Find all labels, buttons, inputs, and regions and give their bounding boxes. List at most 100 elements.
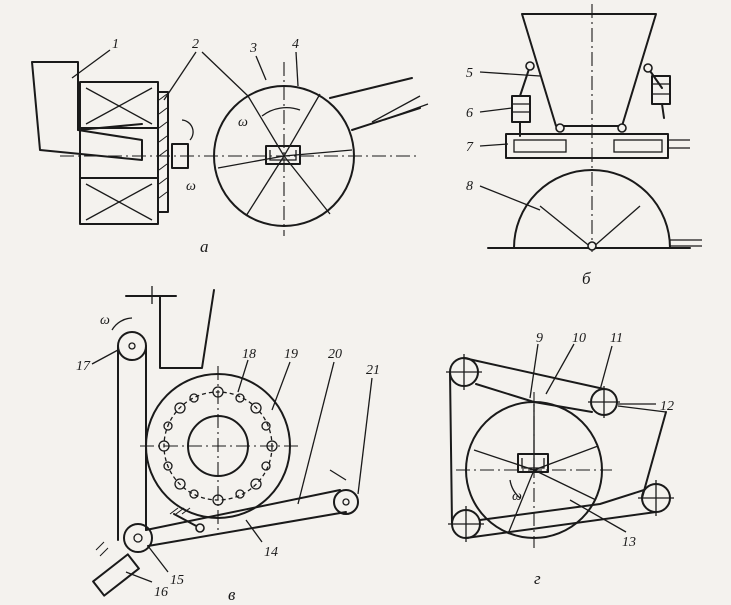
- caption-a: а: [200, 237, 209, 256]
- leader-11: [599, 345, 613, 391]
- drum-arc: [513, 169, 671, 249]
- feed-hopper: [159, 289, 215, 369]
- leader-15: [147, 545, 169, 573]
- leader-14: [245, 519, 263, 543]
- belt-bottom: [147, 511, 347, 547]
- label-6: 6: [466, 106, 473, 121]
- label-19: 19: [284, 347, 298, 362]
- leader-2a: [163, 51, 197, 101]
- hub-key: [521, 458, 545, 469]
- pulley-15-axle: [133, 533, 143, 543]
- belt-right: [641, 411, 667, 499]
- leader-13: [569, 499, 627, 533]
- pivot-pin: [555, 123, 565, 133]
- label-9: 9: [536, 331, 543, 346]
- caption-b: б: [582, 269, 591, 288]
- panel-b: 5 6 7 8 б: [466, 4, 702, 288]
- belt-bottom: [465, 511, 657, 539]
- label-4: 4: [292, 37, 299, 52]
- rotor-hammers: [158, 386, 278, 506]
- lever-arm: [173, 513, 201, 529]
- leader-16: [125, 571, 153, 583]
- rotation-arrow: [111, 317, 133, 331]
- label-2: 2: [192, 37, 199, 52]
- label-14: 14: [264, 545, 278, 560]
- omega-wheel: ω: [238, 115, 248, 130]
- lever-pin: [195, 523, 205, 533]
- feed-tray: [505, 133, 669, 159]
- drum-blade: [539, 205, 593, 249]
- belt-lower: [145, 489, 341, 531]
- tension-roller: [333, 489, 359, 515]
- vibrator-right: [651, 75, 671, 105]
- pivot-pin: [617, 123, 627, 133]
- label-20: 20: [328, 347, 342, 362]
- cross-line: [85, 87, 153, 125]
- rotation-arrow-shaft: [181, 119, 194, 141]
- belt-tail: [617, 405, 667, 413]
- label-10: 10: [572, 331, 586, 346]
- omega-wheel: ω: [512, 489, 522, 504]
- label-21: 21: [366, 363, 380, 378]
- hopper: [521, 13, 657, 127]
- vibrator-left: [511, 95, 531, 123]
- leader-3: [255, 55, 267, 81]
- label-18: 18: [242, 347, 256, 362]
- leader-21: [357, 377, 373, 495]
- label-16: 16: [154, 585, 168, 600]
- label-13: 13: [622, 535, 636, 550]
- leader-4: [295, 51, 299, 87]
- label-15: 15: [170, 573, 184, 588]
- impeller-blades: [217, 93, 353, 217]
- leader-1: [71, 49, 111, 79]
- pulley-17: [117, 331, 147, 361]
- label-12: 12: [660, 399, 674, 414]
- leader-6: [479, 107, 513, 113]
- impeller-blades: [473, 404, 599, 535]
- leader-5: [479, 71, 541, 77]
- leader-17: [91, 349, 119, 365]
- leader-18: [237, 359, 249, 393]
- pivot-pin: [643, 63, 653, 73]
- label-5: 5: [466, 66, 473, 81]
- label-1: 1: [112, 37, 119, 52]
- caption-v: в: [228, 585, 236, 604]
- belt-inner-bottom: [479, 489, 645, 521]
- tension-roller-axle: [342, 498, 350, 506]
- cross-line: [85, 183, 153, 221]
- panel-a: 1 2 3 4 ω ω а: [31, 37, 429, 256]
- label-3: 3: [249, 41, 257, 56]
- drum-hub: [587, 241, 597, 251]
- hub-slot: [265, 145, 301, 165]
- label-7: 7: [466, 140, 474, 155]
- feed-hopper: [31, 61, 143, 161]
- rotation-arrow: [509, 479, 521, 499]
- motor-16: [92, 553, 140, 597]
- left-link: [519, 65, 531, 97]
- belt-left: [449, 371, 453, 525]
- panel-g: 9 10 11 12 13 ω г: [446, 331, 674, 588]
- leader-20: [297, 361, 335, 505]
- leader-19: [271, 361, 291, 411]
- leader-7: [479, 143, 509, 147]
- tray-slot-right: [613, 139, 663, 153]
- pulley-17-axle: [128, 342, 136, 350]
- caption-g: г: [534, 569, 541, 588]
- rotation-arrow-wheel: [261, 107, 301, 117]
- tray-slot-left: [513, 139, 567, 153]
- pulley-15: [123, 523, 153, 553]
- omega-shaft: ω: [186, 179, 196, 194]
- drum-blade: [591, 205, 641, 249]
- label-17: 17: [76, 359, 91, 374]
- label-8: 8: [466, 179, 473, 194]
- spring-mark: [329, 469, 347, 481]
- hub-slot: [517, 453, 549, 473]
- hub-key: [269, 150, 297, 161]
- chute-upper: [329, 77, 413, 99]
- panel-v: 17 18 19 20 21 14 15 16 ω в: [76, 286, 380, 604]
- omega-pulley: ω: [100, 313, 110, 328]
- leader-8: [479, 185, 541, 211]
- flange-plate: [157, 91, 169, 213]
